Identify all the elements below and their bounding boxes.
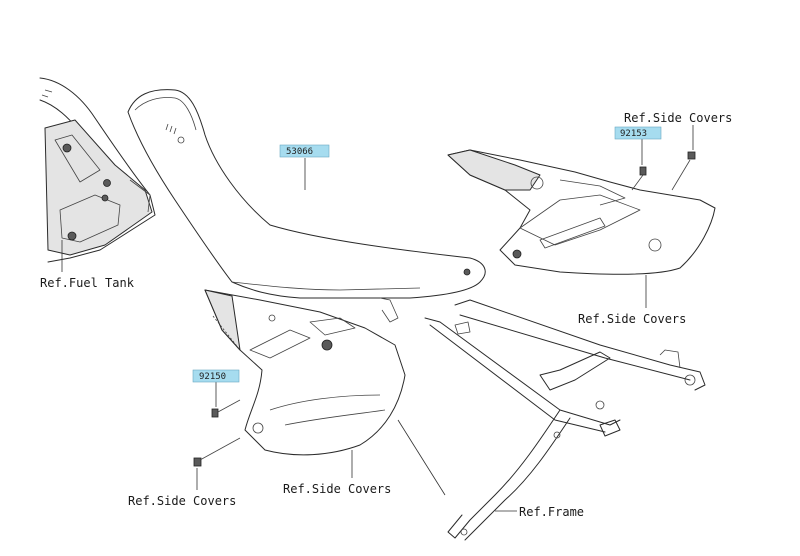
label-side-covers-bottom-left: Ref.Side Covers: [128, 494, 236, 508]
left-side-cover-drawing: [204, 289, 406, 456]
label-fuel-tank: Ref.Fuel Tank: [40, 276, 135, 290]
seat-drawing: [127, 89, 486, 323]
bolt-92150-part-number[interactable]: 92150: [199, 372, 226, 382]
bolt-92153-drawing: [631, 151, 696, 191]
label-side-covers-top-right: Ref.Side Covers: [624, 111, 732, 125]
label-side-covers-right: Ref.Side Covers: [578, 312, 686, 326]
label-frame: Ref.Frame: [519, 505, 584, 519]
right-side-cover-drawing: [447, 149, 716, 275]
side-covers-center-to-frame-line: [397, 419, 446, 496]
bolt-92150-drawing: [193, 399, 241, 467]
seat-part-number-highlight: [279, 144, 330, 158]
frame-drawing: [424, 299, 706, 541]
bolt-92153-part-number[interactable]: 92153: [620, 129, 647, 139]
fuel-tank-drawing: [39, 77, 156, 263]
bolt-92153-highlight: [614, 126, 662, 140]
label-side-covers-center: Ref.Side Covers: [283, 482, 391, 496]
bolt-92150-highlight: [192, 369, 240, 383]
seat-part-number[interactable]: 53066: [286, 147, 313, 157]
